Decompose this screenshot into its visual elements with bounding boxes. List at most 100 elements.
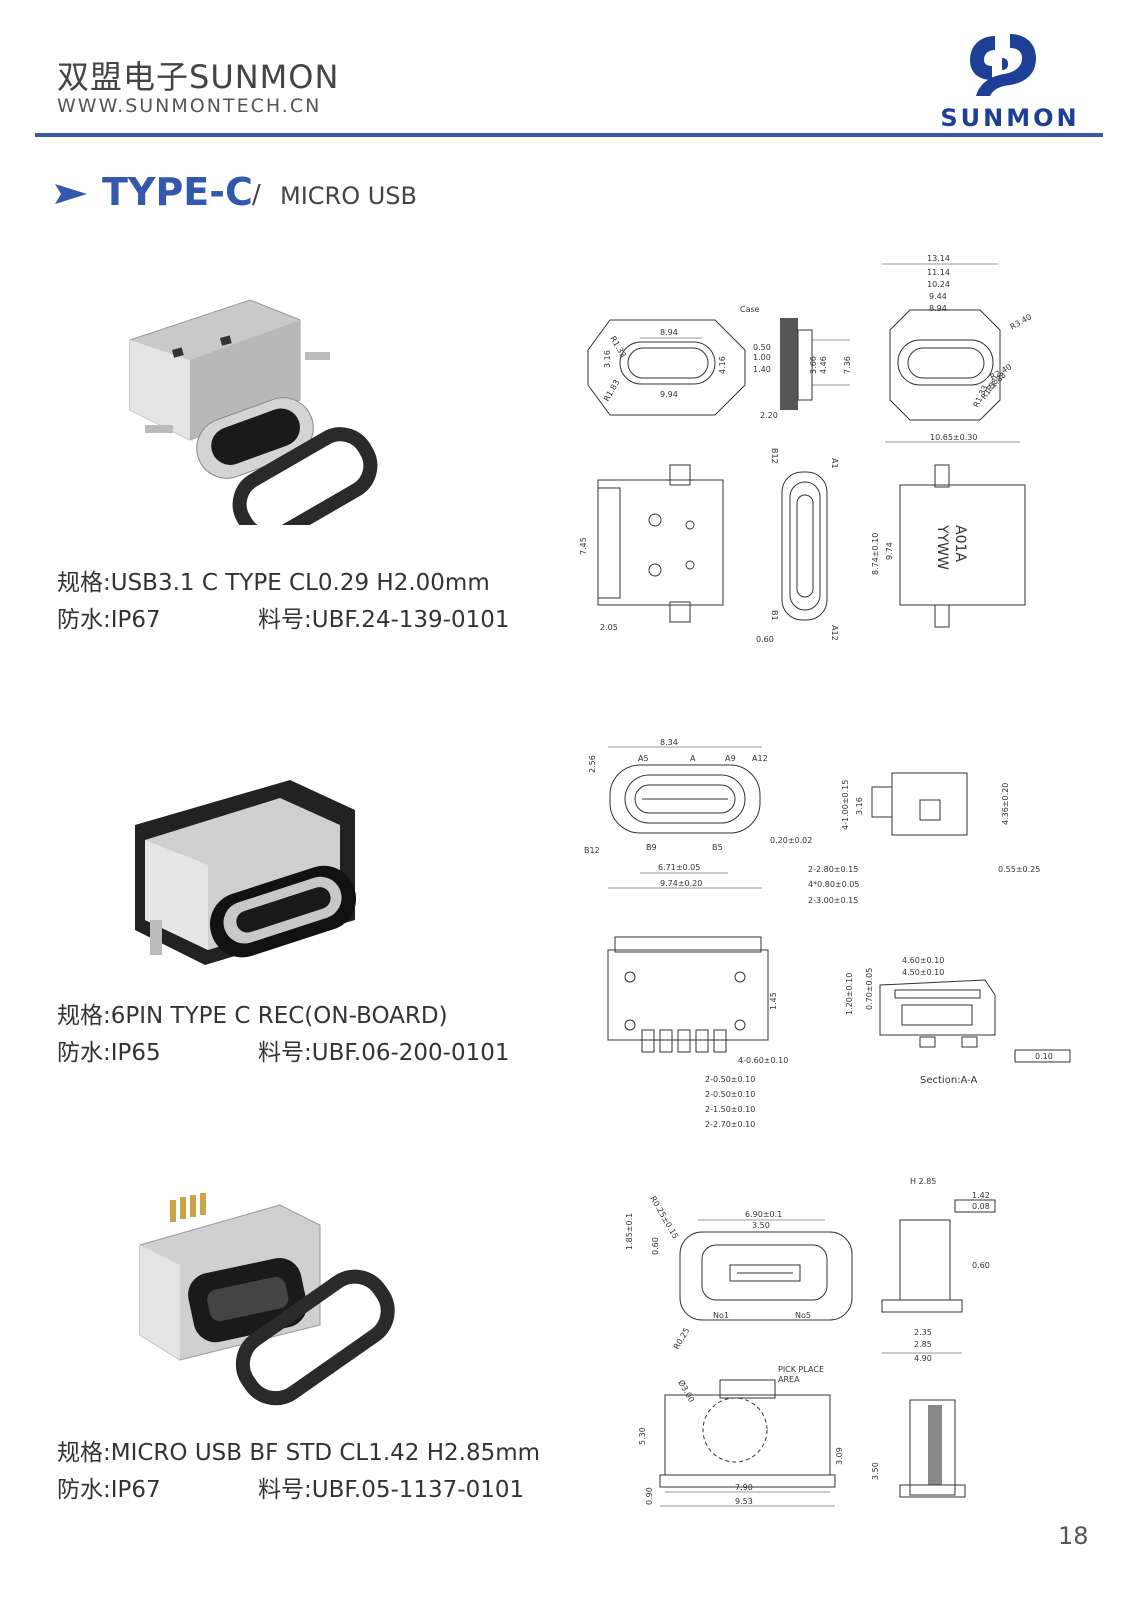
dim-3-c: R0.25±0.15 <box>648 1195 680 1241</box>
dim-3-s: 3.09 <box>835 1447 844 1465</box>
dim-2-x: 2-1.50±0.10 <box>705 1105 755 1114</box>
dim-1-s: 8.94 <box>929 304 947 313</box>
dim-1-j: 2.20 <box>760 411 778 420</box>
spec-value: USB3.1 C TYPE CL0.29 H2.00mm <box>110 570 490 596</box>
product-2-part-number: 料号:UBF.06-200-0101 <box>258 1033 510 1067</box>
product-2-spec: 规格:6PIN TYPE C REC(ON-BOARD) <box>57 996 448 1030</box>
logo-wordmark: SUNMON <box>940 104 1080 132</box>
dim-2-y: 2-2.70±0.10 <box>705 1120 755 1129</box>
part-label: 料号: <box>258 1040 312 1066</box>
dim-1-c: 3.16 <box>603 350 612 368</box>
dim-3-l: 0.60 <box>972 1261 990 1270</box>
header-divider <box>35 133 1103 137</box>
dim-1-ac: A1 <box>830 458 839 469</box>
part-value: UBF.24-139-0101 <box>311 607 510 633</box>
dim-3-j: 1.42 <box>972 1191 990 1200</box>
section-subtitle: MICRO USB <box>280 182 418 210</box>
dim-2-aa: 4.50±0.10 <box>902 968 944 977</box>
part-label: 料号: <box>258 607 312 633</box>
page-number: 18 <box>1058 1522 1089 1550</box>
part-value: UBF.05-1137-0101 <box>311 1477 525 1503</box>
dim-2-k: 6.71±0.05 <box>658 863 700 872</box>
dim-2-v: 2-0.50±0.10 <box>705 1075 755 1084</box>
section-label: Section:A-A <box>920 1075 978 1086</box>
spec-value: 6PIN TYPE C REC(ON-BOARD) <box>110 1003 448 1029</box>
product-2-waterproof: 防水:IP65 <box>57 1033 161 1067</box>
dim-3-d: 1.85±0.1 <box>625 1213 634 1250</box>
dim-2-a: 8.34 <box>660 738 678 747</box>
dim-2-b: 2.56 <box>588 755 597 773</box>
dim-1-ai: 8.74±0.10 <box>871 533 880 575</box>
dim-1-p: 11.14 <box>927 268 950 277</box>
dim-3-p: PICK PLACE <box>778 1365 824 1374</box>
waterproof-value: IP67 <box>110 607 161 633</box>
pin-no1: No1 <box>713 1311 729 1320</box>
marking-yyww: YYWW <box>934 524 950 570</box>
dim-3-m: 2.35 <box>914 1328 932 1337</box>
dim-3-w: 3.50 <box>871 1462 880 1480</box>
dim-2-ab: 1.20±0.10 <box>845 973 854 1015</box>
dim-1-i: 1.40 <box>753 365 771 374</box>
dim-3-k: 0.08 <box>972 1202 990 1211</box>
dim-1-z: 7.45 <box>580 537 588 555</box>
dim-1-g: 0.50 <box>753 343 771 352</box>
dim-2-o: 4.36±0.20 <box>1001 783 1010 825</box>
pin-a5: A5 <box>638 754 649 763</box>
product-photo-typec-usb31 <box>129 299 378 525</box>
dim-1-aa: 2.05 <box>600 623 618 632</box>
dim-3-h: R0.25 <box>672 1326 691 1351</box>
dim-3-o: 4.90 <box>914 1354 932 1363</box>
dim-2-ac: 0.70±0.05 <box>865 968 874 1010</box>
waterproof-label: 防水: <box>57 1040 111 1066</box>
dim-1-aj: 9.74 <box>885 542 894 560</box>
dim-2-q: 4*0.80±0.05 <box>808 880 859 889</box>
waterproof-value: IP67 <box>110 1477 161 1503</box>
dim-2-r: 2-3.00±0.15 <box>808 896 858 905</box>
dim-1-af: 0.60 <box>756 635 774 644</box>
product-3-spec: 规格:MICRO USB BF STD CL1.42 H2.85mm <box>57 1433 540 1467</box>
pin-no5: No5 <box>795 1311 811 1320</box>
dim-3-x: Ø3.00 <box>676 1378 697 1404</box>
pin-b9: B9 <box>646 843 657 852</box>
dim-3-i: H 2.85 <box>910 1177 936 1186</box>
product-1-part-number: 料号:UBF.24-139-0101 <box>258 600 510 634</box>
spec-label: 规格: <box>57 1003 111 1029</box>
product-photo-typec-6pin <box>135 780 357 965</box>
sunmon-logo: SUNMON <box>940 30 1080 132</box>
section-separator: / <box>252 180 261 210</box>
pin-b5: B5 <box>712 843 723 852</box>
product-3-waterproof: 防水:IP67 <box>57 1470 161 1504</box>
website-url[interactable]: WWW.SUNMONTECH.CN <box>57 95 322 117</box>
waterproof-value: IP65 <box>110 1040 161 1066</box>
dim-3-e: 0.60 <box>651 1237 660 1255</box>
marking-a01a: A01A <box>952 525 968 562</box>
spec-label: 规格: <box>57 570 111 596</box>
dim-1-a: 8.94 <box>660 328 678 337</box>
product-3-part-number: 料号:UBF.05-1137-0101 <box>258 1470 524 1504</box>
dim-1-ad: B1 <box>770 610 779 621</box>
dim-3-v: 9.53 <box>735 1497 753 1506</box>
dim-2-t: 1.45 <box>769 992 778 1010</box>
pin-a9: A9 <box>725 754 736 763</box>
dim-1-n: 7.36 <box>843 356 852 374</box>
dim-2-w: 2-0.50±0.10 <box>705 1090 755 1099</box>
product-1-waterproof: 防水:IP67 <box>57 600 161 634</box>
dim-2-u: 4-0.60±0.10 <box>738 1056 788 1065</box>
product-1-spec: 规格:USB3.1 C TYPE CL0.29 H2.00mm <box>57 563 490 597</box>
technical-drawing-1: 8.94 9.94 3.16 4.16 R1.33 R1.83 Case 0.5… <box>580 254 1033 644</box>
dim-1-y: 10.65±0.30 <box>930 433 977 442</box>
dim-2-p: 2-2.80±0.15 <box>808 865 858 874</box>
dim-2-l: 9.74±0.20 <box>660 879 702 888</box>
dim-1-d: 4.16 <box>718 356 727 374</box>
dim-3-q: AREA <box>778 1375 800 1384</box>
technical-drawing-3: 6.90±0.1 3.50 R0.25±0.15 1.85±0.1 0.60 N… <box>625 1177 996 1507</box>
dim-3-r: 5.30 <box>638 1427 647 1445</box>
waterproof-label: 防水: <box>57 607 111 633</box>
dim-3-b: 3.50 <box>752 1221 770 1230</box>
dim-2-n: 4-1.00±0.15 <box>841 780 850 830</box>
dim-1-m: 4.46 <box>819 356 828 374</box>
brand-name-cn: 双盟电子SUNMON <box>57 58 340 96</box>
dim-3-u: 7.90 <box>735 1483 753 1492</box>
waterproof-label: 防水: <box>57 1477 111 1503</box>
dim-3-a: 6.90±0.1 <box>745 1210 782 1219</box>
